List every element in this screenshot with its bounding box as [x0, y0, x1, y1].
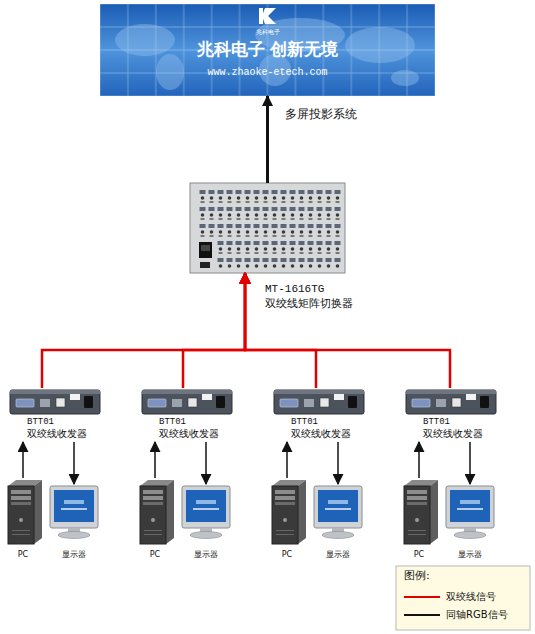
power-socket: [199, 242, 212, 258]
pc-tower: [272, 480, 306, 544]
pc-tower: [404, 480, 438, 544]
rgb-signal-arrow: [154, 442, 156, 478]
rgb-signal-arrow: [418, 442, 420, 478]
rgb-signal-arrow: [22, 442, 24, 478]
matrix-switcher: MT-1616TG双绞线矩阵切换器: [190, 183, 345, 273]
transceiver-box: BTT01双绞线收发器: [10, 388, 100, 442]
rgb-signal-arrow: [469, 442, 471, 484]
pc-computer: PC: [268, 478, 306, 562]
matrix-switcher-art: [190, 183, 345, 273]
logo-icon: [259, 8, 276, 24]
logo-text: 兆科电子: [100, 29, 435, 36]
legend-box: [396, 566, 530, 630]
screen-wall: [100, 4, 435, 96]
device-name: 双绞线收发器: [423, 428, 483, 440]
model-number: BTT01: [27, 417, 54, 427]
transceiver-device: [142, 390, 232, 414]
projection-wall-art: [100, 4, 435, 96]
rgb-signal-arrow: [205, 442, 207, 484]
output-arrow: [266, 96, 269, 183]
transceiver-device: [10, 390, 100, 414]
website-url: www.zhaoke-etech.com: [100, 67, 435, 79]
projection-wall: 兆科电子兆科电子 创新无境www.zhaoke-etech.com多屏投影系统: [100, 4, 435, 96]
device-label: 显示器: [445, 550, 495, 559]
slogan-text: 兆科电子 创新无境: [100, 40, 435, 60]
pc-tower: [140, 480, 174, 544]
tile-grid: [100, 4, 435, 96]
legend-text: 双绞线信号: [446, 591, 496, 603]
model-number: BTT01: [423, 417, 450, 427]
legend-text: 同轴RGB信号: [446, 609, 508, 621]
twisted-pair-line: [245, 273, 450, 388]
monitor-illustration: [50, 486, 98, 539]
legend-line-sample: [404, 596, 440, 598]
device-label: 显示器: [49, 550, 99, 559]
device-label: 显示器: [181, 550, 231, 559]
pc-computer: PC: [4, 478, 42, 562]
twisted-pair-line: [42, 273, 245, 388]
device-label: 显示器: [313, 550, 363, 559]
twisted-pair-line: [245, 273, 316, 388]
device-name: 双绞线收发器: [27, 428, 87, 440]
transceiver-box: BTT01双绞线收发器: [142, 388, 232, 442]
device-label: PC: [136, 550, 174, 559]
device-name: 双绞线收发器: [291, 428, 351, 440]
transceiver-device: [406, 390, 496, 414]
model-number: BTT01: [291, 417, 318, 427]
device-name: 双绞线矩阵切换器: [265, 298, 353, 311]
legend-frame: [396, 566, 530, 630]
twisted-pair-line: [183, 273, 245, 388]
monitor-display: 显示器: [313, 484, 363, 562]
monitor-display: 显示器: [49, 484, 99, 562]
transceiver-box: BTT01双绞线收发器: [406, 388, 496, 442]
device-label: PC: [400, 550, 438, 559]
rgb-signal-arrow: [337, 442, 339, 484]
power-switch: [200, 262, 210, 268]
monitor-illustration: [182, 486, 230, 539]
rgb-signal-arrow: [73, 442, 75, 484]
monitor-display: 显示器: [181, 484, 231, 562]
monitor-illustration: [314, 486, 362, 539]
power-socket: [201, 245, 210, 251]
legend-line-sample: [404, 614, 440, 616]
model-number: BTT01: [159, 417, 186, 427]
matrix-chassis: [190, 183, 345, 273]
transceiver-device: [274, 390, 364, 414]
model-number: MT-1616TG: [265, 283, 324, 296]
device-name: 双绞线收发器: [159, 428, 219, 440]
monitor-display: 显示器: [445, 484, 495, 562]
pc-tower: [8, 480, 42, 544]
pc-computer: PC: [136, 478, 174, 562]
device-label: PC: [268, 550, 306, 559]
monitor-illustration: [446, 486, 494, 539]
rgb-signal-arrow: [286, 442, 288, 478]
transceiver-box: BTT01双绞线收发器: [274, 388, 364, 442]
port-rows: [198, 188, 342, 239]
system-title: 多屏投影系统: [285, 108, 357, 122]
legend-title: 图例:: [404, 570, 430, 583]
pc-computer: PC: [400, 478, 438, 562]
device-label: PC: [4, 550, 42, 559]
port-rows: [216, 239, 342, 269]
